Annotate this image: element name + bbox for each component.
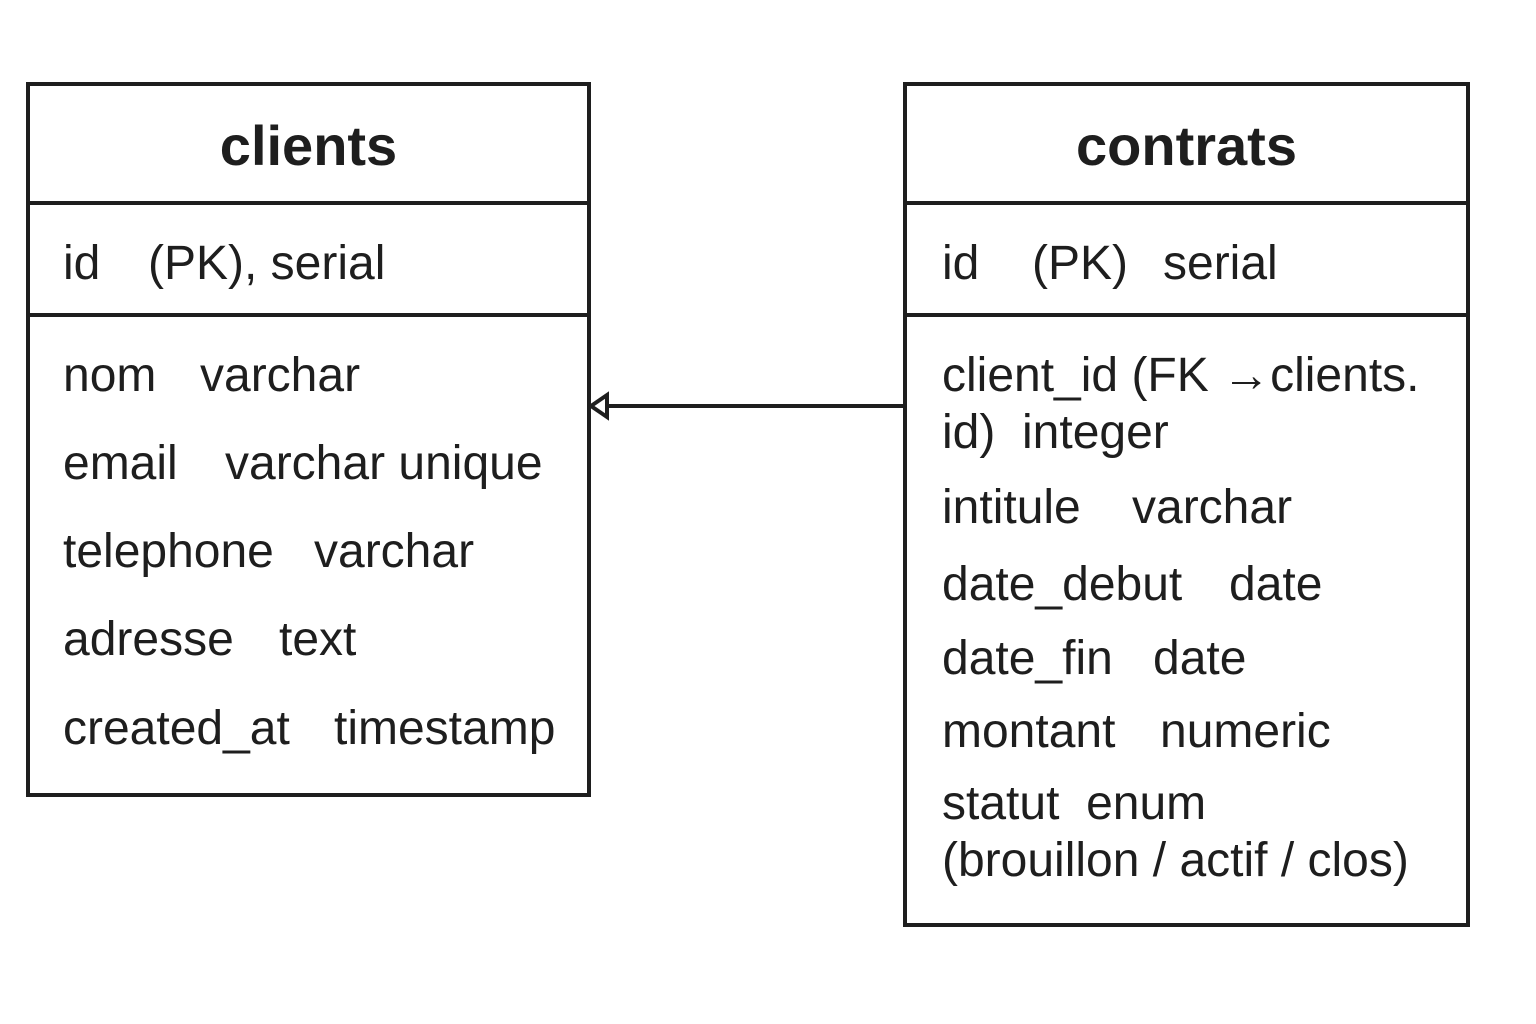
attribute-name: email (63, 437, 178, 490)
primary-key-row: id (PK), serial (30, 205, 587, 317)
pk-name: id (942, 237, 980, 290)
pk-name: id (63, 237, 101, 290)
entity-title: clients (30, 86, 587, 205)
attribute-type: varchar unique (225, 437, 543, 490)
relationship-arrowhead-icon (587, 391, 609, 421)
attribute-enum-line2: (brouillon / actif / clos) (942, 834, 1409, 887)
clients-title: clients (219, 114, 398, 177)
attribute-fk-line2: id) integer (942, 406, 1169, 459)
attribute-type: text (279, 613, 357, 666)
attribute-fk-line1: client_id (FK →clients. (942, 349, 1420, 402)
pk-detail: (PK), serial (148, 237, 386, 290)
attribute-name: adresse (63, 613, 234, 666)
attribute-type: timestamp (334, 702, 556, 755)
attribute-type: numeric (1160, 705, 1331, 758)
attribute-type: varchar (1132, 481, 1293, 534)
contrats-title: contrats (1076, 114, 1297, 177)
attribute-enum-line1: statut enum (942, 777, 1207, 830)
attribute-name: telephone (63, 525, 274, 578)
attribute-type: date (1229, 558, 1323, 611)
attribute-type: date (1153, 632, 1247, 685)
attribute-name: date_fin (942, 632, 1113, 685)
entity-title: contrats (907, 86, 1466, 205)
attribute-name: date_debut (942, 558, 1183, 611)
entity-clients: clients id (PK), serial nom varchar emai… (26, 82, 591, 797)
attribute-name: nom (63, 349, 157, 402)
pk-type: serial (1163, 237, 1278, 290)
entity-contrats: contrats id (PK) serial client_id (FK →c… (903, 82, 1470, 927)
primary-key-row: id (PK) serial (907, 205, 1466, 317)
attribute-type: varchar (314, 525, 475, 578)
attribute-name: intitule (942, 481, 1081, 534)
pk-detail: (PK) (1032, 237, 1128, 290)
attribute-name: montant (942, 705, 1116, 758)
attribute-name: created_at (63, 702, 290, 755)
attribute-type: varchar (200, 349, 361, 402)
